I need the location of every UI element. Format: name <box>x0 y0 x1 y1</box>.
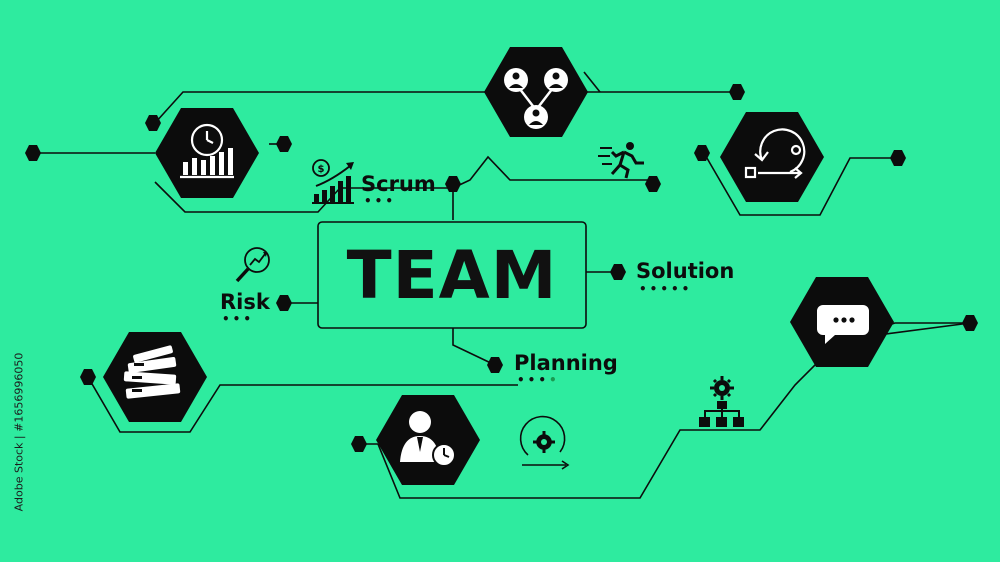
risk-dots: ••• <box>222 312 255 326</box>
node-hex <box>145 115 161 131</box>
node-hex <box>729 84 745 100</box>
solution-dots: ••••• <box>639 282 693 296</box>
connector-line <box>154 91 498 124</box>
gear-hierarchy-icon <box>699 376 744 427</box>
connector-line <box>583 71 601 93</box>
node-hex <box>445 176 461 192</box>
scrum-label: Scrum <box>361 172 436 196</box>
svg-text:$: $ <box>318 164 325 175</box>
team-network-hexagon <box>484 47 588 137</box>
node-hex <box>80 369 96 385</box>
magnifier-chart-icon <box>235 247 270 283</box>
planning-dots: •••• <box>517 373 560 387</box>
connector-line <box>154 181 454 220</box>
solution-label: Solution <box>636 259 735 283</box>
node-hex <box>487 357 503 373</box>
connector-line <box>703 152 898 216</box>
node-hex <box>276 136 292 152</box>
node-hex <box>962 315 978 331</box>
running-person-icon <box>598 142 644 179</box>
node-hex <box>645 176 661 192</box>
gear-cycle-icon <box>519 415 570 470</box>
team-network-icon <box>504 68 568 129</box>
team-box <box>317 221 587 329</box>
money-growth-icon: $ <box>312 159 354 204</box>
side-watermark-text: Adobe Stock | #1656996050 <box>12 352 26 512</box>
node-hex <box>694 145 710 161</box>
node-hex <box>276 295 292 311</box>
risk-label: Risk <box>220 290 270 314</box>
node-hex <box>890 150 906 166</box>
connector-line <box>377 322 971 499</box>
scrum-dots: ••• <box>364 194 397 208</box>
documents-stack-icon <box>123 345 181 399</box>
connector-line <box>87 376 518 433</box>
node-hex <box>610 264 626 280</box>
connector-line <box>452 155 653 189</box>
chat-bubble-icon <box>817 305 869 344</box>
team-title: TEAM <box>346 236 558 314</box>
node-hex <box>351 436 367 452</box>
clock-chart-hexagon <box>155 108 259 198</box>
node-markers <box>25 84 978 452</box>
person-clock-icon <box>400 411 456 467</box>
planning-label: Planning <box>514 351 618 375</box>
agile-cycle-hexagon <box>720 112 824 202</box>
agile-cycle-icon <box>744 128 806 179</box>
clock-chart-icon <box>180 123 234 179</box>
node-hex <box>25 145 41 161</box>
side-watermark: Adobe Stock | #1656996050 <box>4 312 34 552</box>
connector-line <box>452 328 496 366</box>
